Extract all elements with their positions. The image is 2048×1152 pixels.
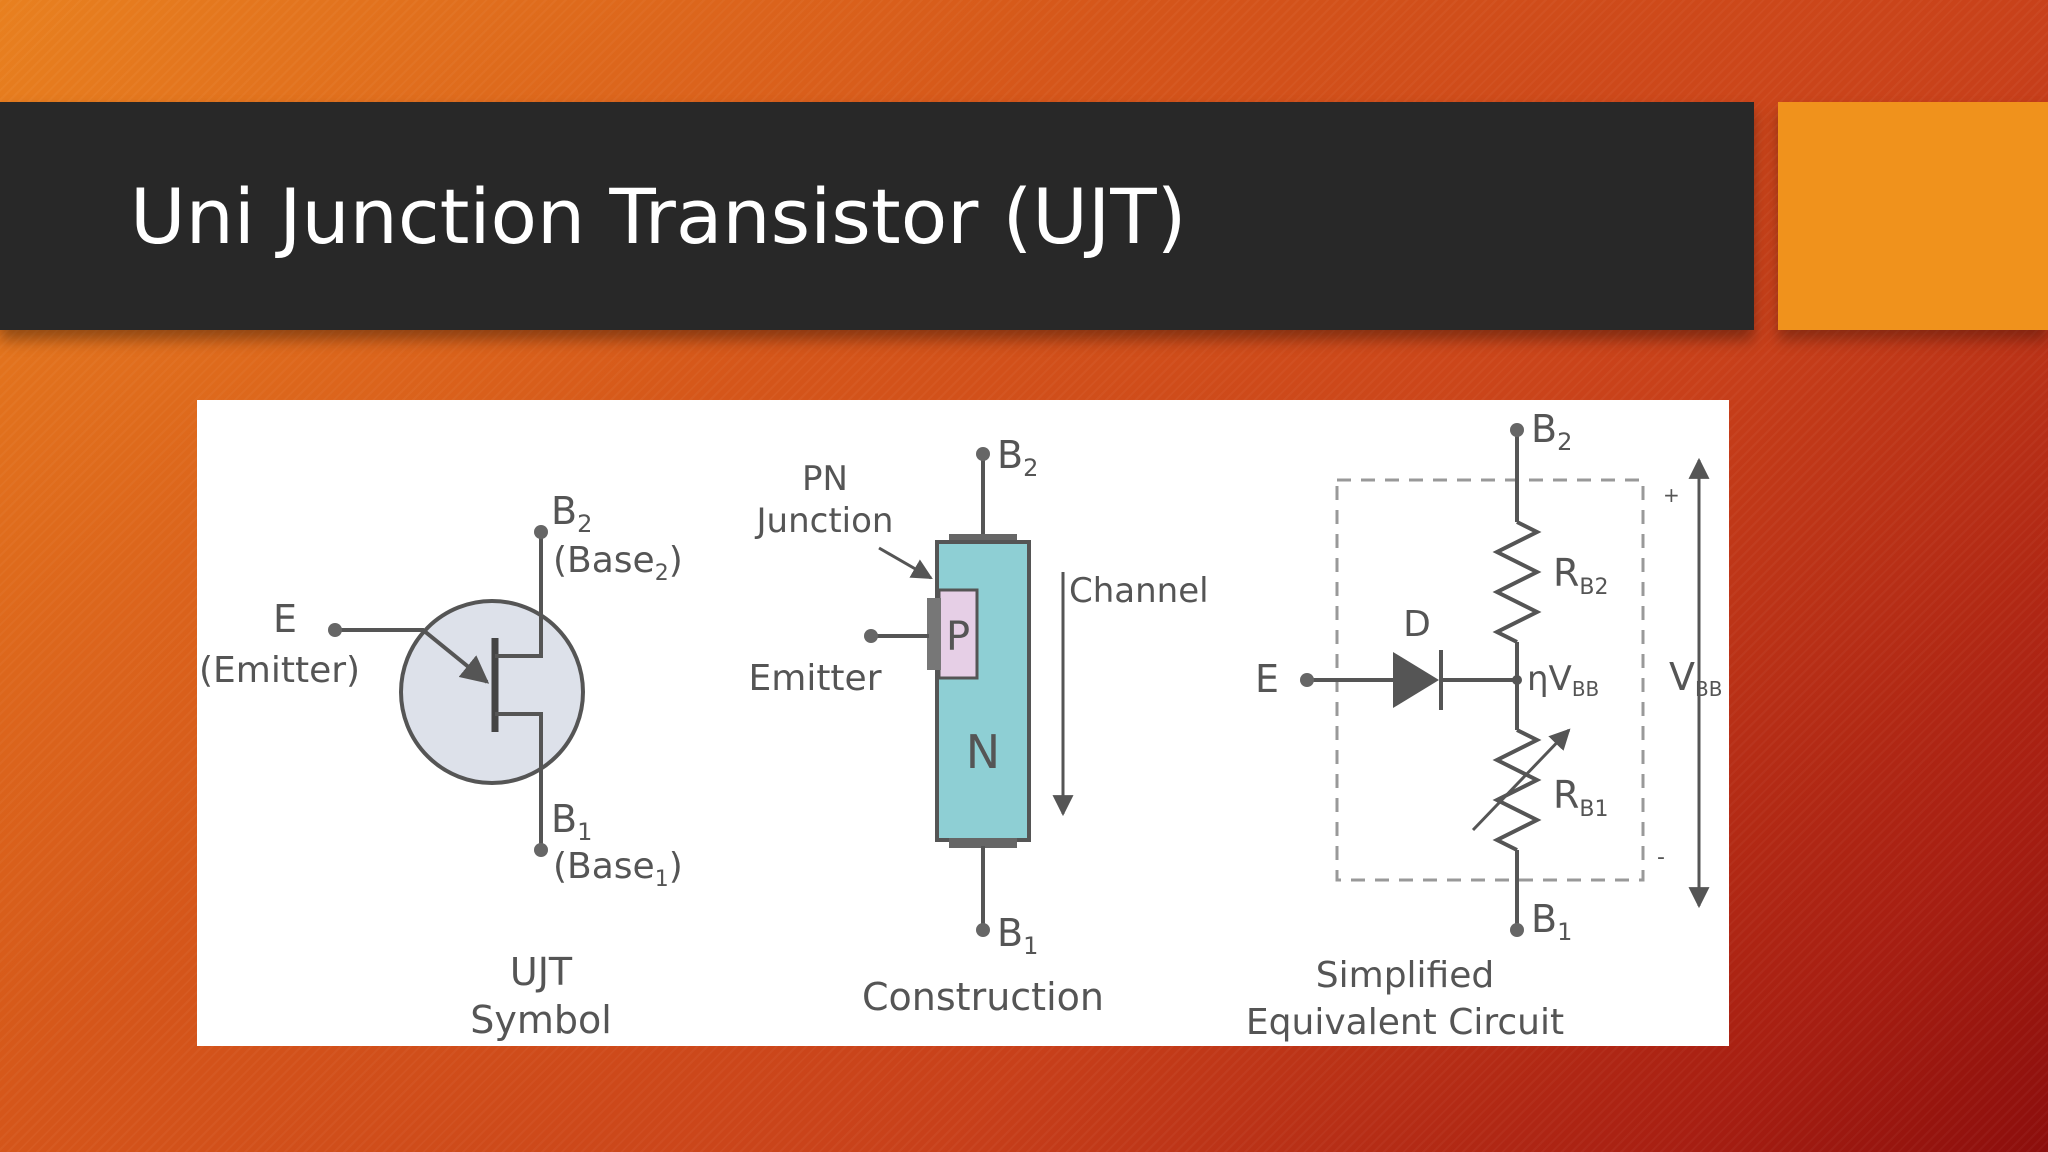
- construction-b1-terminal: [976, 923, 990, 937]
- ujt-diagram: B2 (Base2) E (Emitter) B1 (Base1) UJT Sy…: [199, 407, 1723, 1043]
- construction-pn-label-line2: Junction: [755, 501, 894, 541]
- construction-p-region: [937, 588, 979, 680]
- construction-bottom-contact: [949, 838, 1017, 848]
- equivalent-b1-terminal: [1510, 923, 1524, 937]
- symbol-caption-line2: Symbol: [470, 998, 612, 1042]
- symbol-emitter-lead: [335, 628, 490, 684]
- construction-b1-label: B1: [997, 911, 1038, 960]
- equivalent-rb2-label: RB2: [1553, 551, 1609, 600]
- diagram-panel: B2 (Base2) E (Emitter) B1 (Base1) UJT Sy…: [197, 400, 1729, 1046]
- symbol-e-label: E: [273, 597, 297, 641]
- construction-b2-label: B2: [997, 433, 1038, 482]
- ujt-construction: B2 PN Junction Channel P N Emitter B1 Co…: [749, 433, 1209, 1019]
- symbol-base2-label: (Base2): [553, 540, 683, 586]
- construction-emitter-contact: [927, 598, 941, 670]
- construction-top-contact: [949, 534, 1017, 544]
- construction-e-terminal: [864, 629, 878, 643]
- equivalent-b1-label: B1: [1531, 897, 1572, 946]
- construction-pn-label-line1: PN: [802, 459, 848, 499]
- construction-caption: Construction: [862, 975, 1104, 1019]
- symbol-e-terminal: [328, 623, 342, 637]
- equivalent-e-label: E: [1255, 657, 1279, 701]
- equivalent-rb1-variable-arrow: [1471, 728, 1571, 832]
- title-bar: Uni Junction Transistor (UJT): [0, 102, 1754, 330]
- equivalent-caption-line2: Equivalent Circuit: [1246, 1002, 1564, 1043]
- equivalent-minus-label: -: [1657, 845, 1665, 870]
- symbol-base1-label: (Base1): [553, 846, 683, 892]
- construction-emitter-label: Emitter: [749, 658, 882, 699]
- construction-n-label: N: [966, 725, 1000, 779]
- construction-pn-pointer: [878, 546, 933, 580]
- symbol-upper-lead: [495, 532, 543, 658]
- ujt-symbol: B2 (Base2) E (Emitter) B1 (Base1) UJT Sy…: [199, 489, 683, 1042]
- construction-channel-label: Channel: [1069, 571, 1209, 611]
- symbol-b1-label: B1: [551, 797, 592, 846]
- equivalent-diode-triangle: [1393, 652, 1439, 708]
- slide-title: Uni Junction Transistor (UJT): [130, 172, 1187, 261]
- equivalent-plus-label: +: [1663, 483, 1680, 507]
- construction-b2-terminal: [976, 447, 990, 461]
- ujt-equivalent-circuit: B2 RB2 D E ηVBB VBB + - RB1 B1 Simplifie…: [1246, 407, 1723, 1043]
- symbol-caption-line1: UJT: [510, 950, 573, 994]
- accent-block: [1778, 102, 2048, 330]
- equivalent-rb2-resistor: [1492, 520, 1542, 644]
- construction-n-channel: [935, 540, 1031, 842]
- equivalent-vbb-label: VBB: [1669, 655, 1722, 701]
- equivalent-b2-label: B2: [1531, 407, 1572, 456]
- symbol-b1-terminal: [534, 843, 548, 857]
- equivalent-b2-terminal: [1510, 423, 1524, 437]
- equivalent-eta-vbb-label: ηVBB: [1527, 659, 1599, 701]
- symbol-emitter-label: (Emitter): [199, 650, 360, 691]
- equivalent-e-terminal: [1300, 673, 1314, 687]
- equivalent-rb1-resistor: [1492, 728, 1542, 852]
- symbol-b2-label: B2: [551, 489, 592, 538]
- equivalent-rb1-label: RB1: [1553, 773, 1609, 822]
- symbol-lower-lead: [495, 712, 543, 850]
- equivalent-d-label: D: [1403, 604, 1431, 645]
- equivalent-caption-line1: Simplified: [1316, 955, 1494, 996]
- construction-p-label: P: [946, 614, 970, 660]
- symbol-b2-terminal: [534, 525, 548, 539]
